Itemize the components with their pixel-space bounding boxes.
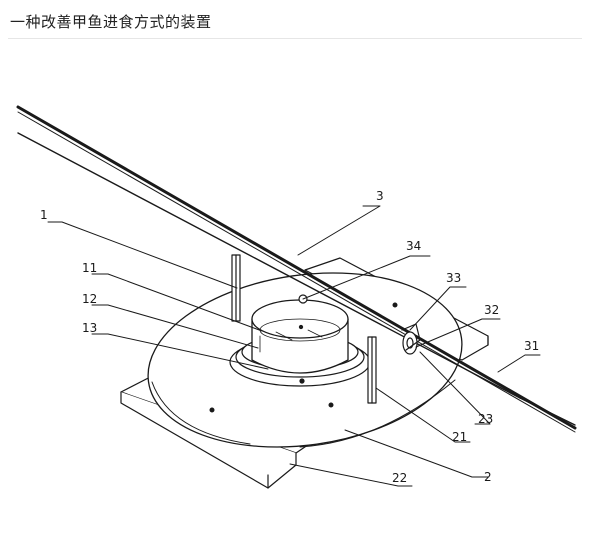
label-32: 32 (484, 303, 499, 317)
label-1: 1 (40, 208, 48, 222)
feeding-wires (16, 105, 577, 433)
label-3: 3 (376, 189, 384, 203)
leader-lines (47, 205, 541, 487)
label-31: 31 (524, 339, 539, 353)
label-12: 12 (82, 292, 97, 306)
feeding-cylinder (251, 299, 349, 374)
label-13: 13 (82, 321, 97, 335)
page-title: 一种改善甲鱼进食方式的装置 (10, 13, 212, 31)
pulley (401, 323, 421, 355)
label-33: 33 (446, 271, 461, 285)
label-2: 2 (484, 470, 492, 484)
label-34: 34 (406, 239, 421, 253)
label-11: 11 (82, 261, 97, 275)
label-22: 22 (392, 471, 407, 485)
label-23: 23 (478, 412, 493, 426)
part-labels: 1 11 12 13 3 34 33 32 31 23 21 2 22 (40, 189, 539, 485)
title-divider (8, 38, 582, 39)
label-21: 21 (452, 430, 467, 444)
